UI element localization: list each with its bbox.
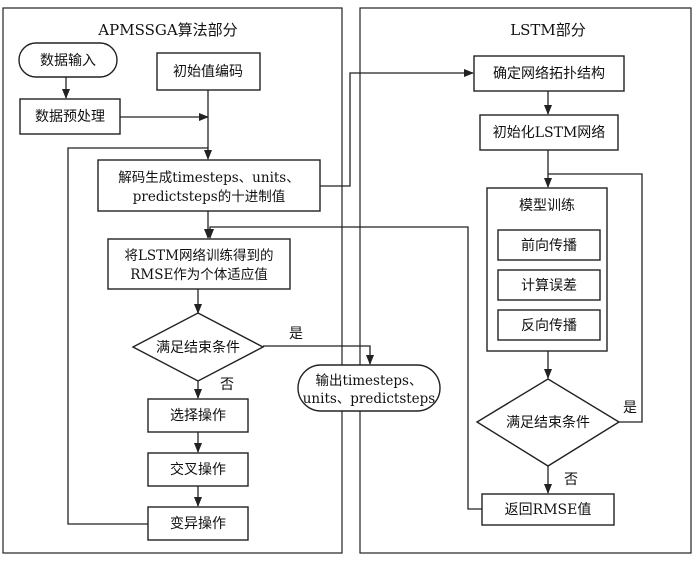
- decode-label-line2: predictsteps的十进制值: [133, 189, 285, 205]
- no-label-left: 否: [220, 377, 234, 393]
- define-topology-node: 确定网络拓扑结构: [473, 55, 625, 92]
- fitness-node: 将LSTM网络训练得到的 RMSE作为个体适应值: [107, 238, 291, 290]
- backward-node: [497, 309, 601, 341]
- crossover-label: 交叉操作: [170, 461, 226, 478]
- lstm-panel: [359, 7, 692, 554]
- model-training-title: 模型训练: [519, 198, 575, 214]
- decode-label-line1: 解码生成timesteps、units、: [118, 170, 300, 186]
- define-topology-label: 确定网络拓扑结构: [493, 66, 605, 82]
- algorithm-panel: [2, 7, 343, 554]
- mutation-node: 变异操作: [147, 506, 249, 541]
- loop-back-line: [67, 147, 208, 525]
- arrow-decode-to-topology: [320, 69, 474, 187]
- compute-error-node: [497, 269, 601, 301]
- forward-label: 前向传播: [521, 237, 577, 254]
- compute-error-label: 计算误差: [521, 278, 577, 294]
- fitness-label-line1: 将LSTM网络训练得到的: [124, 247, 273, 264]
- mutation-label: 变异操作: [170, 516, 226, 532]
- fitness-label-line2: RMSE作为个体适应值: [130, 266, 268, 283]
- crossover-node: 交叉操作: [147, 452, 249, 487]
- selection-label: 选择操作: [170, 408, 226, 424]
- preprocess-label: 数据预处理: [35, 109, 105, 125]
- check-end-diamond-left: 满足结束条件: [131, 312, 265, 382]
- loop-back-training: [548, 173, 643, 423]
- preprocess-node: 数据预处理: [19, 98, 121, 135]
- init-encoding-node: 初始值编码: [156, 52, 261, 91]
- init-encoding-label: 初始值编码: [173, 63, 243, 80]
- init-lstm-node: 初始化LSTM网络: [479, 114, 619, 151]
- output-label-line2: units、predictsteps: [303, 391, 436, 407]
- left-connectors: [62, 77, 374, 525]
- forward-node: [497, 229, 601, 261]
- output-node: 输出timesteps、 units、predictsteps: [297, 364, 441, 412]
- selection-node: 选择操作: [147, 398, 249, 433]
- return-rmse-label: 返回RMSE值: [505, 502, 592, 518]
- init-lstm-label: 初始化LSTM网络: [493, 124, 606, 141]
- algorithm-panel-title: APMSSGA算法部分: [97, 21, 237, 39]
- data-input-label: 数据输入: [40, 53, 96, 69]
- right-connectors: [206, 69, 643, 510]
- yes-label-left: 是: [289, 326, 303, 342]
- check-end-label-right: 满足结束条件: [506, 414, 590, 431]
- data-input-node: 数据输入: [18, 42, 118, 78]
- check-end-diamond-right: 满足结束条件: [475, 378, 621, 467]
- lstm-panel-title: LSTM部分: [510, 21, 586, 39]
- yes-label-right: 是: [623, 400, 637, 416]
- model-training-group: 模型训练 前向传播 计算误差 反向传播: [486, 187, 608, 352]
- return-rmse-node: 返回RMSE值: [481, 493, 615, 526]
- check-end-label-left: 满足结束条件: [156, 339, 240, 356]
- output-label-line1: 输出timesteps、: [316, 373, 423, 389]
- arrow-check-yes-to-output: [263, 345, 374, 365]
- backward-label: 反向传播: [521, 318, 577, 334]
- no-label-right: 否: [564, 472, 578, 488]
- arrow-return-to-fitness: [206, 226, 482, 510]
- decode-node: 解码生成timesteps、units、 predictsteps的十进制值: [97, 159, 321, 212]
